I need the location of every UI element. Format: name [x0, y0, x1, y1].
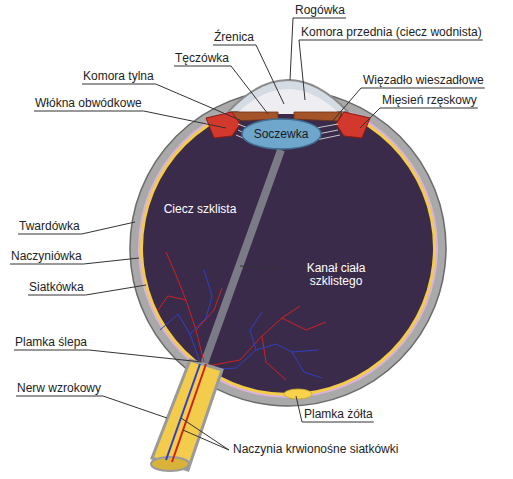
lens-label: Soczewka	[254, 127, 309, 141]
lens-ellipse	[242, 119, 321, 149]
leader-line	[360, 108, 478, 128]
leader-line	[240, 266, 284, 269]
leader-line	[296, 396, 374, 422]
leader-line	[14, 350, 202, 362]
hyaloid-canal	[204, 150, 281, 364]
part-label: Rogówka	[294, 4, 346, 17]
leader-line	[174, 66, 268, 114]
central-artery	[172, 364, 206, 462]
optic-nerve	[152, 360, 222, 470]
part-label: Naczyniówka	[10, 250, 83, 263]
part-label: Komora przednia (ciecz wodnista)	[300, 26, 483, 39]
central-vein	[166, 364, 200, 460]
retina	[140, 100, 436, 396]
lens-shape: Soczewka	[241, 118, 322, 150]
part-label: Źrenica	[213, 31, 255, 44]
part-label: Plamka ślepa	[14, 336, 88, 349]
part-label: Nerw wzrokowy	[16, 382, 102, 395]
leader-line	[299, 40, 483, 100]
part-label: Tęczówka	[174, 52, 230, 65]
part-label: Kanał ciała szklistego	[287, 262, 385, 288]
vitreous-body	[143, 103, 433, 393]
part-label: Siatkówka	[28, 281, 85, 294]
part-label: Włókna obwódkowe	[34, 97, 143, 110]
part-label: Więzadło wieszadłowe	[362, 74, 485, 87]
leader-line	[34, 111, 226, 128]
sclera	[130, 90, 446, 406]
part-label: Plamka żółta	[303, 408, 374, 421]
leader-line	[16, 396, 167, 418]
ciliary-muscle	[336, 112, 370, 138]
optic-nerve-end	[151, 457, 189, 471]
iris	[294, 112, 342, 121]
part-label: Mięsień rzęskowy	[381, 94, 478, 107]
retinal-vessels	[158, 252, 326, 380]
choroid	[138, 98, 438, 398]
part-label: Komora tylna	[82, 70, 155, 83]
leader-line	[181, 418, 229, 450]
part-label: Twardówka	[18, 220, 81, 233]
leader-line	[183, 430, 229, 450]
part-label: Ciecz szklista	[163, 203, 238, 216]
part-label: Naczynia krwionośne siatkówki	[232, 443, 399, 456]
leader-line	[330, 88, 485, 124]
macula	[284, 389, 312, 399]
